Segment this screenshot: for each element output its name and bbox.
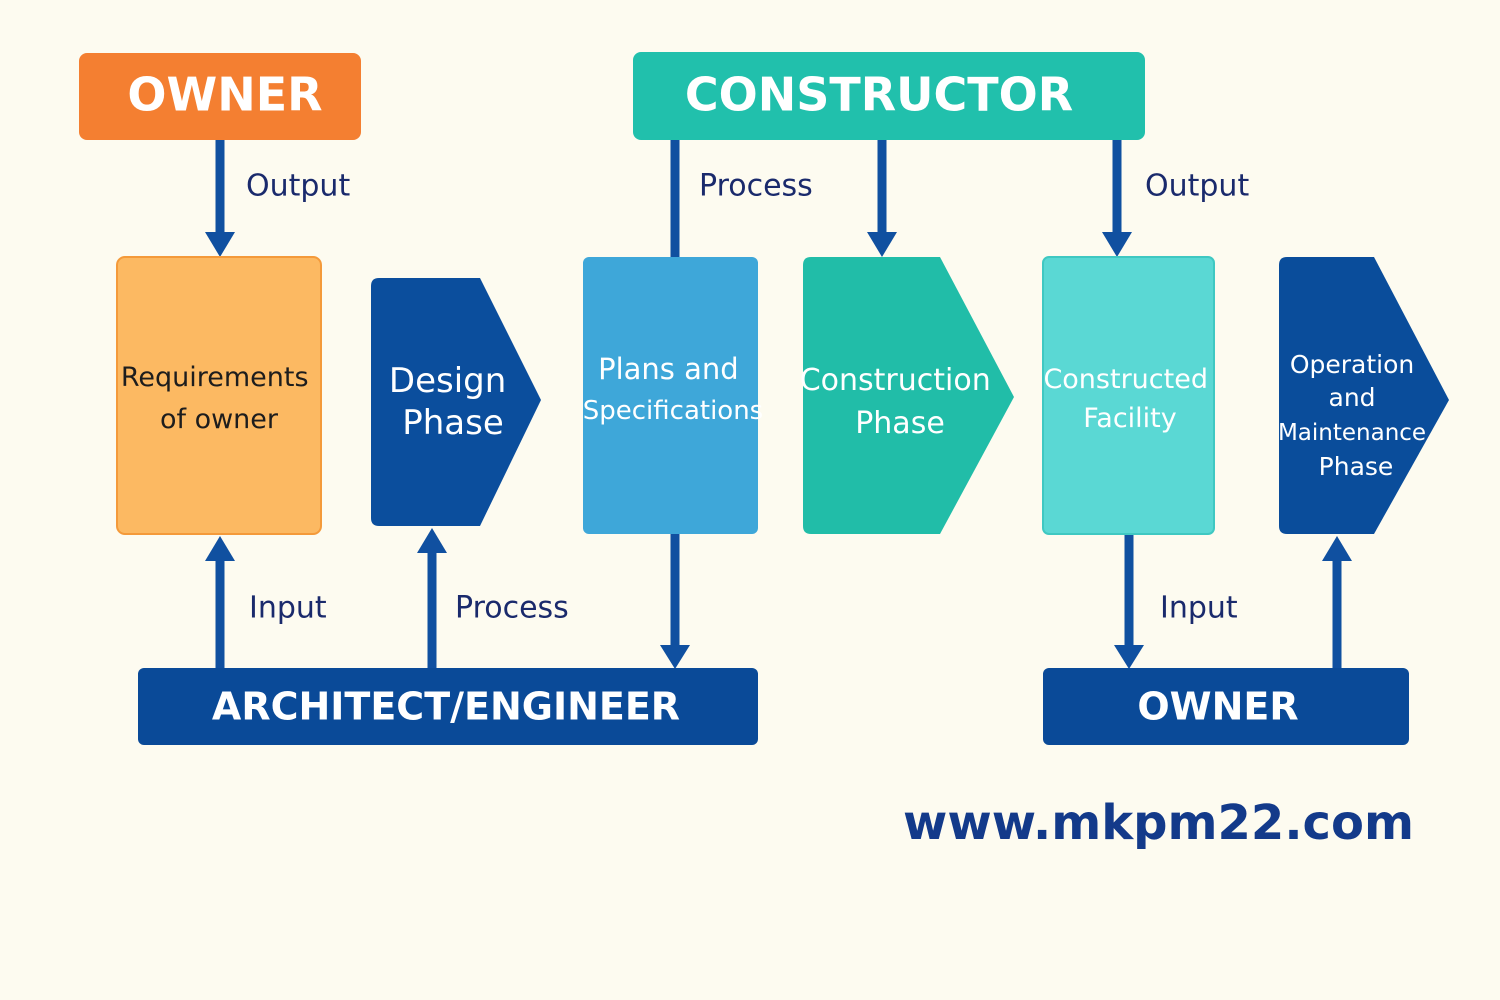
arrowhead-architect-requirements [205,536,235,561]
arrowhead-plans-architect [660,645,690,669]
plans-box [583,257,758,534]
arrowhead-facility-owner [1114,645,1144,669]
connectors [215,140,1342,668]
constructor-box [633,52,1145,140]
operation-phase-node: Operation and Maintenance Phase [1278,257,1449,534]
operation-phase-line-1: Operation [1290,350,1414,379]
plans-line-1: Plans and [598,352,739,386]
design-phase-shape [371,278,541,526]
design-phase-line-1: Design [389,361,506,401]
owner-top-title: OWNER [127,68,322,122]
website-url: www.mkpm22.com [903,795,1414,851]
owner-output-label: Output [246,169,350,204]
operation-phase-line-3: Maintenance [1278,420,1426,446]
operation-phase-shape [1279,257,1449,534]
plans-node: Plans and Specifications [583,257,763,534]
requirements-label: Requirements of owner [121,362,317,435]
constructed-facility-box [1042,256,1215,535]
requirements-box [116,256,322,535]
design-phase-label: Design Phase [389,361,517,443]
arrowheads [205,232,1352,669]
constructor-output-label: Output [1145,169,1249,204]
architect-engineer-bar: ARCHITECT/ENGINEER [138,668,758,745]
owner-bottom-box [1043,668,1409,745]
owner-bottom-bar: OWNER [1043,668,1409,745]
architect-engineer-box [138,668,758,745]
construction-phase-label: Construction Phase [800,363,1001,441]
arrowhead-constructor-construction [867,232,897,257]
operation-phase-line-2: and [1329,383,1376,412]
constructor-header: CONSTRUCTOR [633,52,1145,140]
arrowhead-owner-operation [1322,536,1352,561]
plans-label: Plans and Specifications [583,352,763,426]
arrowhead-constructor-facility [1102,232,1132,257]
construction-phase-shape [803,257,1014,534]
architect-engineer-title: ARCHITECT/ENGINEER [212,685,680,729]
owner-input-label: Input [1160,591,1238,626]
requirements-line-1: Requirements [121,362,309,393]
requirements-line-2: of owner [160,404,279,435]
constructed-facility-label: Constructed Facility [1043,364,1216,434]
constructed-facility-line-2: Facility [1083,403,1177,434]
owner-bottom-title: OWNER [1137,685,1298,729]
owner-top-header: OWNER [79,53,361,140]
operation-phase-label: Operation and Maintenance Phase [1278,350,1434,481]
constructed-facility-line-1: Constructed [1043,364,1208,395]
arrowhead-architect-design [417,528,447,553]
requirements-node: Requirements of owner [116,256,322,535]
owner-top-box [79,53,361,140]
constructor-process-label: Process [699,169,813,204]
constructor-title: CONSTRUCTOR [685,68,1073,122]
architect-input-label: Input [249,591,327,626]
construction-phase-node: Construction Phase [800,257,1014,534]
plans-line-2: Specifications [583,396,763,426]
design-phase-node: Design Phase [371,278,541,526]
arrowhead-owner-requirements [205,232,235,257]
design-phase-line-2: Phase [402,403,504,443]
constructed-facility-node: Constructed Facility [1042,256,1216,535]
construction-phase-line-1: Construction [800,363,991,398]
construction-phase-line-2: Phase [855,406,945,441]
operation-phase-line-4: Phase [1319,452,1394,481]
architect-process-label: Process [455,591,569,626]
